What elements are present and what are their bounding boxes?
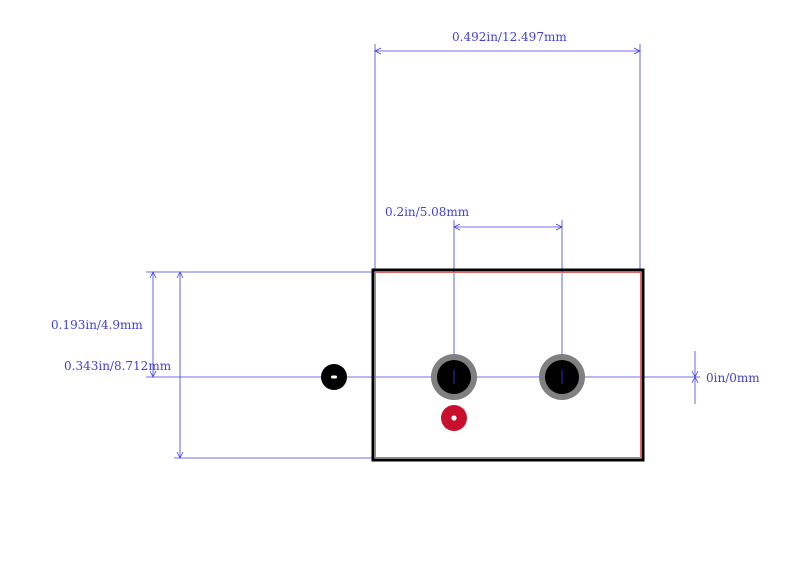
pin1-dot-center: [451, 415, 457, 421]
origin-dot-center: [331, 375, 337, 379]
width-arrow-left: [374, 47, 382, 55]
pitch-label: 0.2in/5.08mm: [385, 205, 470, 219]
courtyard-outline: [375, 272, 641, 458]
body-outline: [371, 268, 645, 462]
offset-arrow-bottom: [691, 376, 699, 384]
total-height-label: 0.343in/8.712mm: [64, 359, 172, 373]
width-arrow-right: [633, 47, 641, 55]
pitch-arrow-right: [555, 223, 563, 231]
total-height-arrow-top: [176, 271, 184, 279]
total-height-arrow-bottom: [176, 451, 184, 459]
width-dimension: 0.492in/12.497mm: [374, 30, 641, 270]
origin-marker: [321, 364, 347, 390]
pitch-dimension: 0.2in/5.08mm: [385, 205, 563, 377]
offset-label: 0in/0mm: [706, 371, 760, 385]
component-outline: [371, 268, 645, 462]
height-dimensions: 0.193in/4.9mm 0.343in/8.712mm: [51, 271, 700, 459]
center-height-label: 0.193in/4.9mm: [51, 318, 143, 332]
center-height-arrow-top: [149, 271, 157, 279]
center-height-arrow-bottom: [149, 370, 157, 378]
pitch-arrow-left: [453, 223, 461, 231]
width-label: 0.492in/12.497mm: [452, 30, 567, 44]
pin1-marker: [441, 405, 467, 431]
offset-dimension: 0in/0mm: [691, 351, 760, 404]
